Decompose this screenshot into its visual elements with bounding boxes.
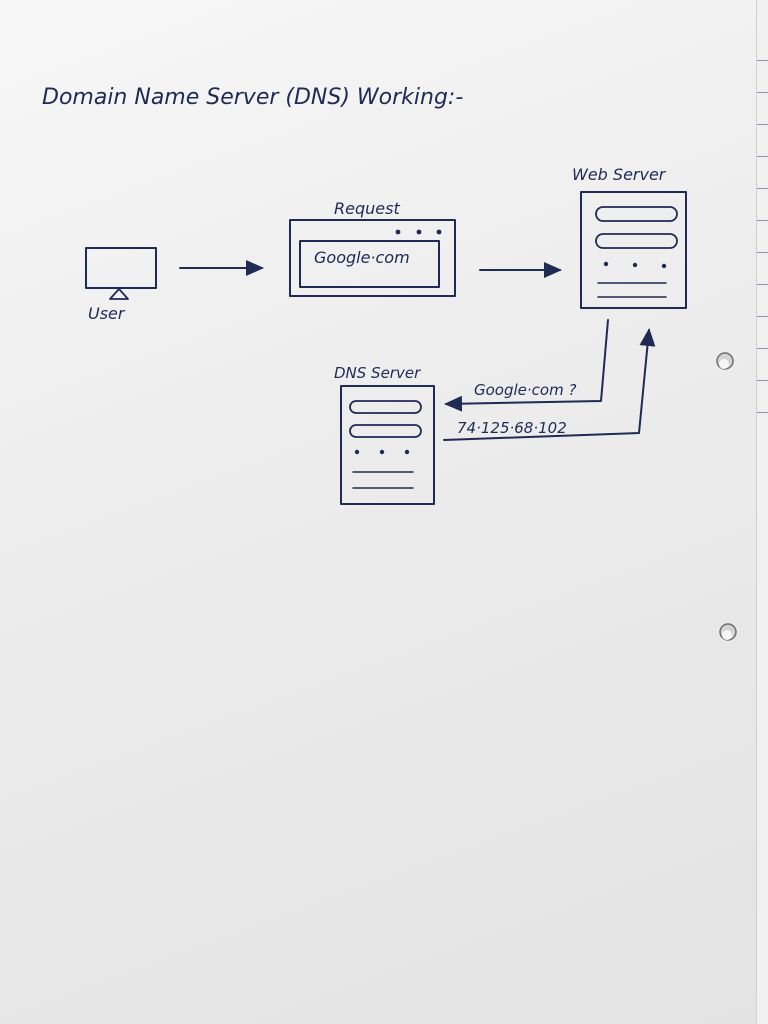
request-label: Request (334, 199, 400, 218)
arrow-response-to-webserver (443, 328, 656, 441)
diagram-title: Domain Name Server (DNS) Working:- (42, 85, 463, 110)
dns-server-icon (340, 385, 435, 505)
web-server-label: Web Server (572, 165, 667, 184)
dns-server-label: DNS Server (334, 364, 421, 382)
next-page-edge (756, 0, 768, 1024)
punch-hole-bottom (719, 623, 737, 641)
query-label: Google·com ? (474, 381, 576, 399)
response-ip-label: 74·125·68·102 (457, 419, 567, 437)
request-address-text: Google·com (314, 248, 410, 267)
punch-hole-top (716, 352, 734, 370)
arrow-query-to-dns (444, 319, 609, 412)
request-browser-window (289, 219, 456, 297)
user-computer-icon (85, 247, 157, 300)
user-label: User (88, 304, 126, 323)
web-server-icon (580, 191, 687, 309)
